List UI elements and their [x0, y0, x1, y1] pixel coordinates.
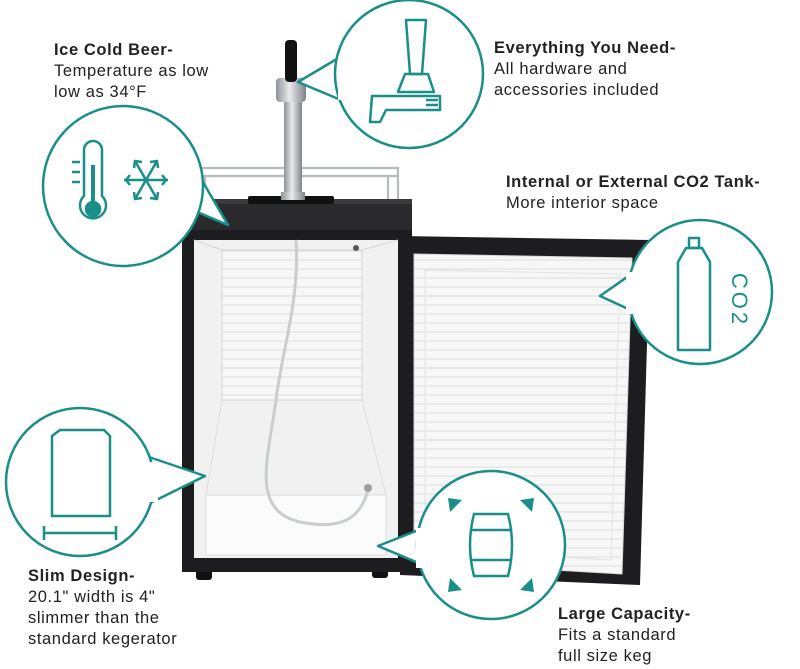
feature-co2-tank: Internal or External CO2 Tank- More inte…: [506, 172, 760, 214]
interior-back-wall: [221, 249, 363, 401]
feature-ice-cold-beer: Ice Cold Beer- Temperature as low low as…: [54, 40, 209, 103]
co2-callout: CO2: [598, 218, 774, 366]
slim-callout: [4, 406, 207, 558]
interior-floor: [205, 494, 387, 556]
hardware-callout: [296, 0, 485, 150]
beer-line-hose: [264, 239, 370, 527]
tap-handle-icon: [368, 18, 442, 124]
feature-text: More interior space: [506, 194, 659, 212]
tap-tower: [284, 84, 302, 200]
temperature-callout: [41, 104, 230, 268]
countertop: [182, 199, 412, 230]
feature-text: standard kegerator: [28, 630, 178, 648]
feature-large-capacity: Large Capacity- Fits a standard full siz…: [558, 604, 691, 667]
feature-everything-you-need: Everything You Need- All hardware and ac…: [494, 38, 676, 101]
feature-text: full size keg: [558, 647, 653, 665]
thermometer-icon: [72, 139, 108, 220]
feature-title: Everything You Need-: [494, 39, 676, 57]
feature-text: 20.1" width is 4": [28, 588, 156, 606]
feature-title: Large Capacity-: [558, 605, 691, 623]
feature-text: Temperature as low: [54, 62, 209, 80]
co2-tank-icon: [676, 236, 712, 352]
expand-arrows-icon: [448, 498, 534, 592]
tap-handle: [285, 40, 297, 82]
tap-faucet: [276, 78, 306, 102]
feature-text: accessories included: [494, 81, 660, 99]
feature-title: Internal or External CO2 Tank-: [506, 173, 761, 191]
snowflake-icon: [124, 159, 168, 201]
slim-cabinet-icon: [42, 428, 118, 540]
feature-title: Ice Cold Beer-: [54, 41, 174, 59]
co2-icon-text: CO2: [727, 273, 752, 327]
feature-text: All hardware and: [494, 60, 628, 78]
feature-slim-design: Slim Design- 20.1" width is 4" slimmer t…: [28, 566, 177, 650]
feature-text: low as 34°F: [54, 83, 147, 101]
keg-icon: [468, 512, 514, 578]
feature-text: Fits a standard: [558, 626, 677, 644]
capacity-callout: [376, 469, 567, 621]
feature-text: slimmer than the: [28, 609, 160, 627]
feature-title: Slim Design-: [28, 567, 136, 585]
